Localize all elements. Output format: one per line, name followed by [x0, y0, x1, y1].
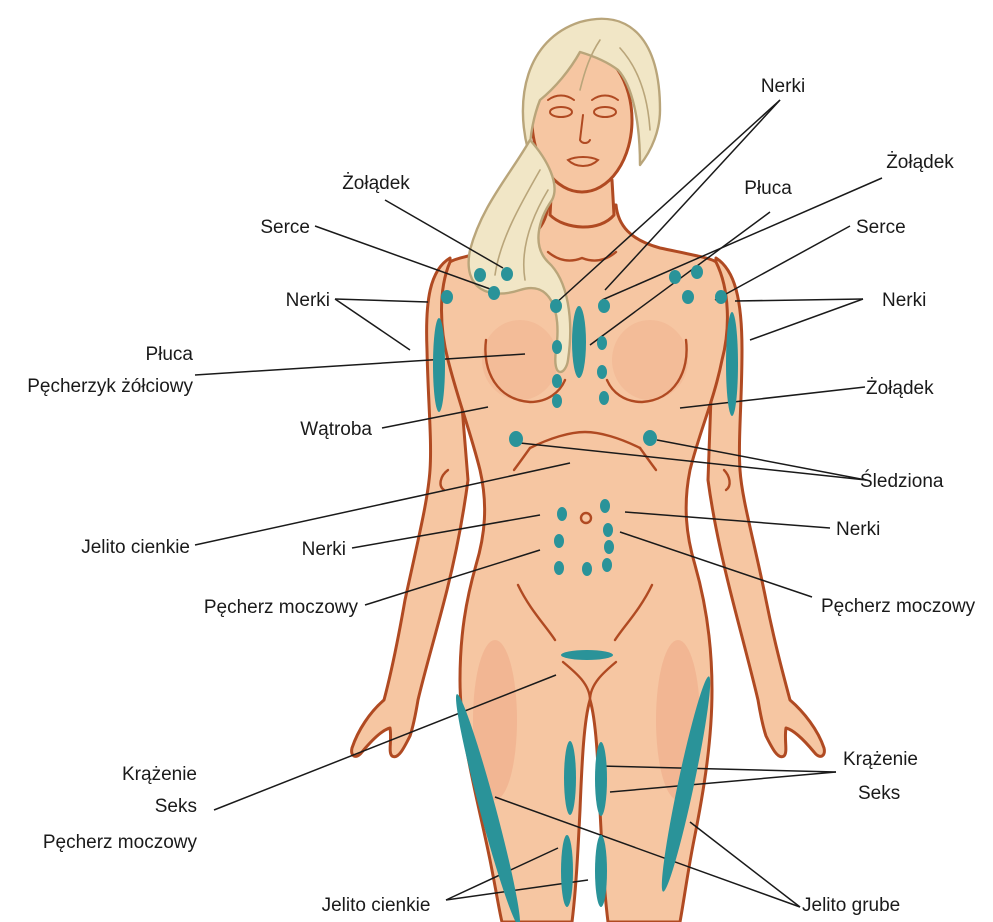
point-abdomen: [600, 499, 610, 513]
label-nerki-shoulder-left: Nerki: [286, 290, 330, 311]
point-zoladek-left: [501, 267, 513, 281]
point-jelito-cienkie-right: [595, 835, 607, 907]
point-jelito-cienkie-left: [561, 835, 573, 907]
label-seks-left: Seks: [155, 796, 197, 817]
label-pecherz-moczowy-right: Pęcherz moczowy: [821, 596, 976, 617]
point-abdomen: [604, 540, 614, 554]
label-pluca-right: Płuca: [744, 178, 792, 199]
label-serce-left: Serce: [260, 217, 310, 238]
point-chest-right: [597, 365, 607, 379]
point-abdomen: [557, 507, 567, 521]
point-chest-right: [599, 391, 609, 405]
point-nerki-shoulder-left: [441, 290, 453, 304]
labels-right: Nerki Płuca Żołądek Serce Nerki Żołądek …: [744, 76, 975, 916]
label-jelito-grube: Jelito grube: [802, 895, 900, 916]
label-nerki-belly-left: Nerki: [302, 539, 346, 560]
label-nerki-belly-right: Nerki: [836, 519, 880, 540]
label-zoladek-left: Żołądek: [342, 173, 410, 194]
point-abdomen: [582, 562, 592, 576]
point-pluca-left-arm: [433, 318, 445, 412]
point-abdomen: [602, 558, 612, 572]
label-pluca-left: Płuca: [145, 344, 193, 365]
label-seks-right: Seks: [858, 783, 900, 804]
point-nerki-chest: [598, 299, 610, 313]
point-right-arm: [726, 312, 738, 416]
point-nerki-shoulder-right: [715, 290, 727, 304]
point-pecherz-pubic: [561, 650, 613, 660]
point-krazenie-seks-right: [595, 742, 607, 816]
label-zoladek-top-right: Żołądek: [886, 152, 954, 173]
point-zoladek-left: [474, 268, 486, 282]
point-chest-right: [597, 336, 607, 350]
label-pecherzyk-zolciowy: Pęcherzyk żółciowy: [27, 376, 193, 397]
point-chest-left: [552, 394, 562, 408]
label-nerki-shoulder-right: Nerki: [882, 290, 926, 311]
point-zoladek-right: [691, 265, 703, 279]
point-watroba: [509, 431, 523, 447]
label-krazenie-left: Krążenie: [122, 764, 197, 785]
point-krazenie-seks-left: [564, 741, 576, 815]
label-sledziona: Śledziona: [860, 470, 944, 492]
label-zoladek-mid-right: Żołądek: [866, 378, 934, 399]
label-jelito-cienkie-left: Jelito cienkie: [81, 537, 190, 558]
point-serce-left: [488, 286, 500, 300]
point-chest-left: [552, 374, 562, 388]
point-sledziona: [643, 430, 657, 446]
label-jelito-cienkie-bottom: Jelito cienkie: [322, 895, 431, 916]
label-krazenie-right: Krążenie: [843, 749, 918, 770]
label-nerki-top: Nerki: [761, 76, 805, 97]
point-abdomen: [554, 534, 564, 548]
point-abdomen: [603, 523, 613, 537]
point-chest-left: [552, 340, 562, 354]
label-watroba: Wątroba: [300, 419, 372, 440]
label-serce-right: Serce: [856, 217, 906, 238]
point-pluca-sternum: [572, 306, 586, 378]
point-nerki-chest: [550, 299, 562, 313]
point-serce-right: [682, 290, 694, 304]
label-pecherz-moczowy-left: Pęcherz moczowy: [204, 597, 359, 618]
point-abdomen: [554, 561, 564, 575]
point-zoladek-right: [669, 270, 681, 284]
label-pecherz-moczowy-thigh: Pęcherz moczowy: [43, 832, 198, 853]
